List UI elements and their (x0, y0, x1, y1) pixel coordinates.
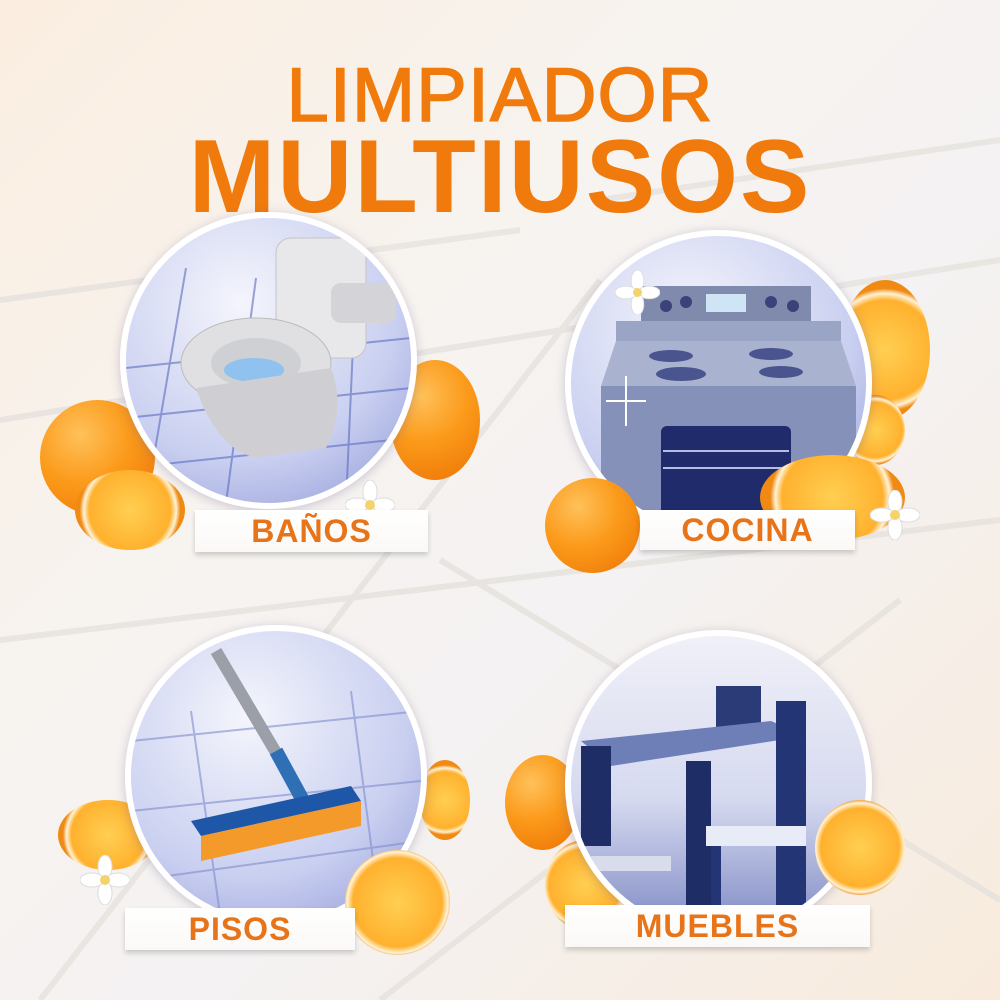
furniture-circle (565, 630, 872, 937)
toilet-circle (120, 212, 417, 509)
orange-slice-icon (75, 470, 185, 550)
orange-icon (545, 478, 640, 573)
orange-icon (345, 850, 450, 955)
label-cocina: COCINA (640, 510, 855, 550)
label-pisos: PISOS (125, 908, 355, 950)
orange-slice-icon (815, 800, 905, 895)
label-muebles: MUEBLES (565, 905, 870, 947)
orange-blossom-icon (615, 270, 660, 315)
label-banos: BAÑOS (195, 510, 428, 552)
orange-blossom-icon (870, 490, 920, 540)
orange-blossom-icon (80, 855, 130, 905)
title-line-2: MULTIUSOS (188, 119, 812, 235)
title-line-1: LIMPIADOR (286, 52, 714, 139)
toilet-icon (126, 237, 411, 503)
table-chairs-icon (581, 686, 806, 931)
orange-slice-icon (420, 760, 470, 840)
